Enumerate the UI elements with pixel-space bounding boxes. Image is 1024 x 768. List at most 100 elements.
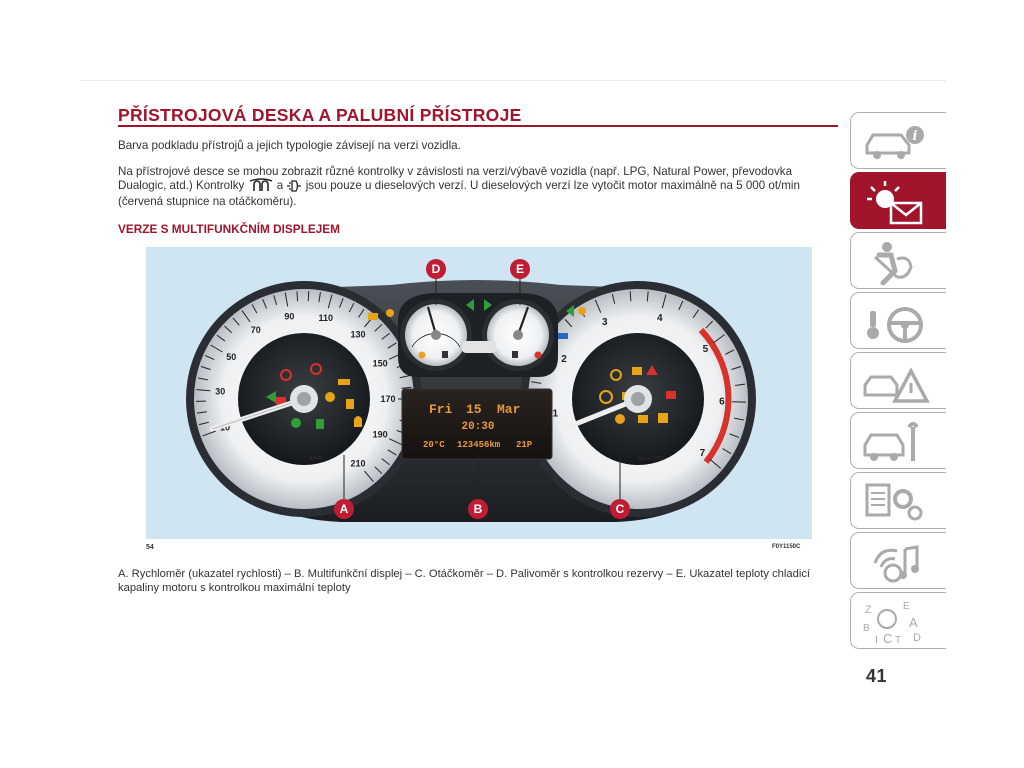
figure-page-label: 54 — [146, 544, 154, 551]
svg-text:i: i — [913, 129, 918, 144]
speedo-tick — [273, 295, 278, 306]
section-heading: VERZE S MULTIFUNKČNÍM DISPLEJEM — [118, 222, 340, 236]
svg-text:B: B — [863, 623, 870, 634]
speedo-tick — [204, 355, 215, 360]
tacho-tick — [713, 334, 725, 344]
speedo-tick — [387, 449, 397, 456]
tacho-tick — [734, 383, 746, 386]
callout-a: A — [334, 499, 354, 519]
speedo-label: 30 — [215, 387, 225, 397]
speedo-tick — [318, 292, 321, 303]
tacho-tick — [722, 448, 732, 455]
speedo-tick — [216, 334, 226, 342]
tab-multimedia[interactable] — [850, 532, 946, 589]
paragraph-text-part1: Na přístrojové desce se mohou zobrazit r… — [118, 165, 793, 192]
tacho-label: 5 — [703, 344, 709, 355]
speedo-tick — [196, 411, 207, 414]
glow-plug-icon — [248, 178, 274, 195]
fuel-filter-water-icon — [286, 180, 302, 195]
steering-wheel-key-icon — [867, 307, 923, 343]
tacho-tick — [646, 291, 649, 302]
paragraph-text-between: a — [276, 179, 284, 192]
speedo-label: 190 — [373, 429, 388, 439]
speedo-tick — [381, 332, 390, 340]
tacho-label: 6 — [719, 396, 725, 407]
callout-e: E — [510, 259, 530, 279]
tacho-tick — [731, 366, 742, 371]
speedo-tick — [202, 430, 216, 437]
svg-text:Z: Z — [865, 604, 872, 616]
speedo-tick — [374, 466, 383, 475]
tacho-tick — [734, 417, 745, 421]
speedo-tick — [358, 308, 365, 318]
tacho-label: 3 — [602, 317, 608, 328]
tacho-unit-label: rpm x 1000 — [638, 456, 663, 462]
display-trip: 21P — [516, 440, 533, 450]
speedo-tick — [381, 458, 390, 466]
paragraph-intro: Barva podkladu přístrojů a jejich typolo… — [118, 139, 461, 152]
speedo-tick — [210, 344, 223, 353]
display-month: Mar — [497, 402, 520, 417]
specs-settings-icon — [865, 483, 923, 521]
speedo-tick — [399, 375, 410, 379]
speedo-tick — [348, 302, 355, 313]
speedo-warning-lights — [266, 363, 362, 429]
speedo-tick — [339, 298, 344, 308]
top-indicator-lights — [368, 299, 586, 339]
title-underline — [118, 125, 838, 127]
tacho-label: 1 — [552, 409, 558, 420]
tacho-tick — [661, 294, 667, 309]
tacho-tick — [709, 459, 722, 469]
tacho-tick — [564, 319, 573, 328]
tacho-tick — [729, 433, 740, 438]
speedo-tick — [327, 294, 333, 309]
speedo-tick — [374, 323, 383, 332]
svg-text:D: D — [913, 632, 921, 644]
speedo-label: 70 — [251, 325, 261, 335]
speedo-tick — [284, 292, 289, 307]
tacho-label: 7 — [700, 448, 706, 459]
speedo-label: 110 — [318, 313, 333, 323]
car-info-icon: i — [865, 126, 924, 159]
tab-emergency[interactable] — [850, 352, 946, 409]
car-maintenance-icon — [863, 422, 919, 461]
speedo-tick — [200, 366, 211, 371]
callout-b: B — [468, 499, 488, 519]
multimedia-icon — [873, 545, 919, 583]
seat-airbag-icon — [873, 242, 913, 286]
speedo-tick — [251, 304, 258, 314]
tacho-tick — [678, 300, 684, 311]
speedo-tick — [232, 317, 240, 326]
svg-text:C: C — [883, 631, 892, 646]
speedo-label: 210 — [350, 458, 365, 468]
display-time: 20:30 — [461, 421, 494, 433]
tacho-label: 4 — [657, 313, 663, 324]
paragraph-text-part2: jsou pouze u dieselových verzí. U diesel… — [118, 179, 800, 208]
speedo-tick — [196, 389, 211, 392]
display-odometer: 123456km — [457, 440, 501, 450]
speedo-tick — [197, 377, 208, 381]
tacho-tick — [705, 320, 714, 329]
tab-technical-data[interactable] — [850, 472, 946, 529]
tab-starting-driving[interactable] — [850, 292, 946, 349]
tacho-tick — [725, 349, 735, 355]
tab-maintenance[interactable] — [850, 412, 946, 469]
tacho-tick — [531, 381, 542, 384]
display-date: 15 — [466, 402, 482, 417]
page-number: 41 — [866, 666, 888, 686]
tab-safety[interactable] — [850, 232, 946, 289]
speedo-label: 10 — [220, 423, 230, 433]
speedo-unit-label: km/h — [309, 456, 322, 462]
speedo-tick — [262, 299, 267, 309]
tacho-tick — [692, 309, 700, 319]
tab-car-info[interactable]: i — [850, 112, 946, 169]
speedo-tick — [401, 386, 412, 389]
tacho-tick — [594, 299, 602, 313]
display-temperature: 20°C — [423, 440, 445, 450]
speedo-tick — [364, 470, 374, 483]
svg-text:T: T — [895, 635, 901, 646]
tab-warning-lights[interactable] — [850, 172, 946, 229]
tacho-tick — [629, 291, 632, 302]
page-title: PŘÍSTROJOVÁ DESKA A PALUBNÍ PŘÍSTROJE — [118, 105, 522, 125]
